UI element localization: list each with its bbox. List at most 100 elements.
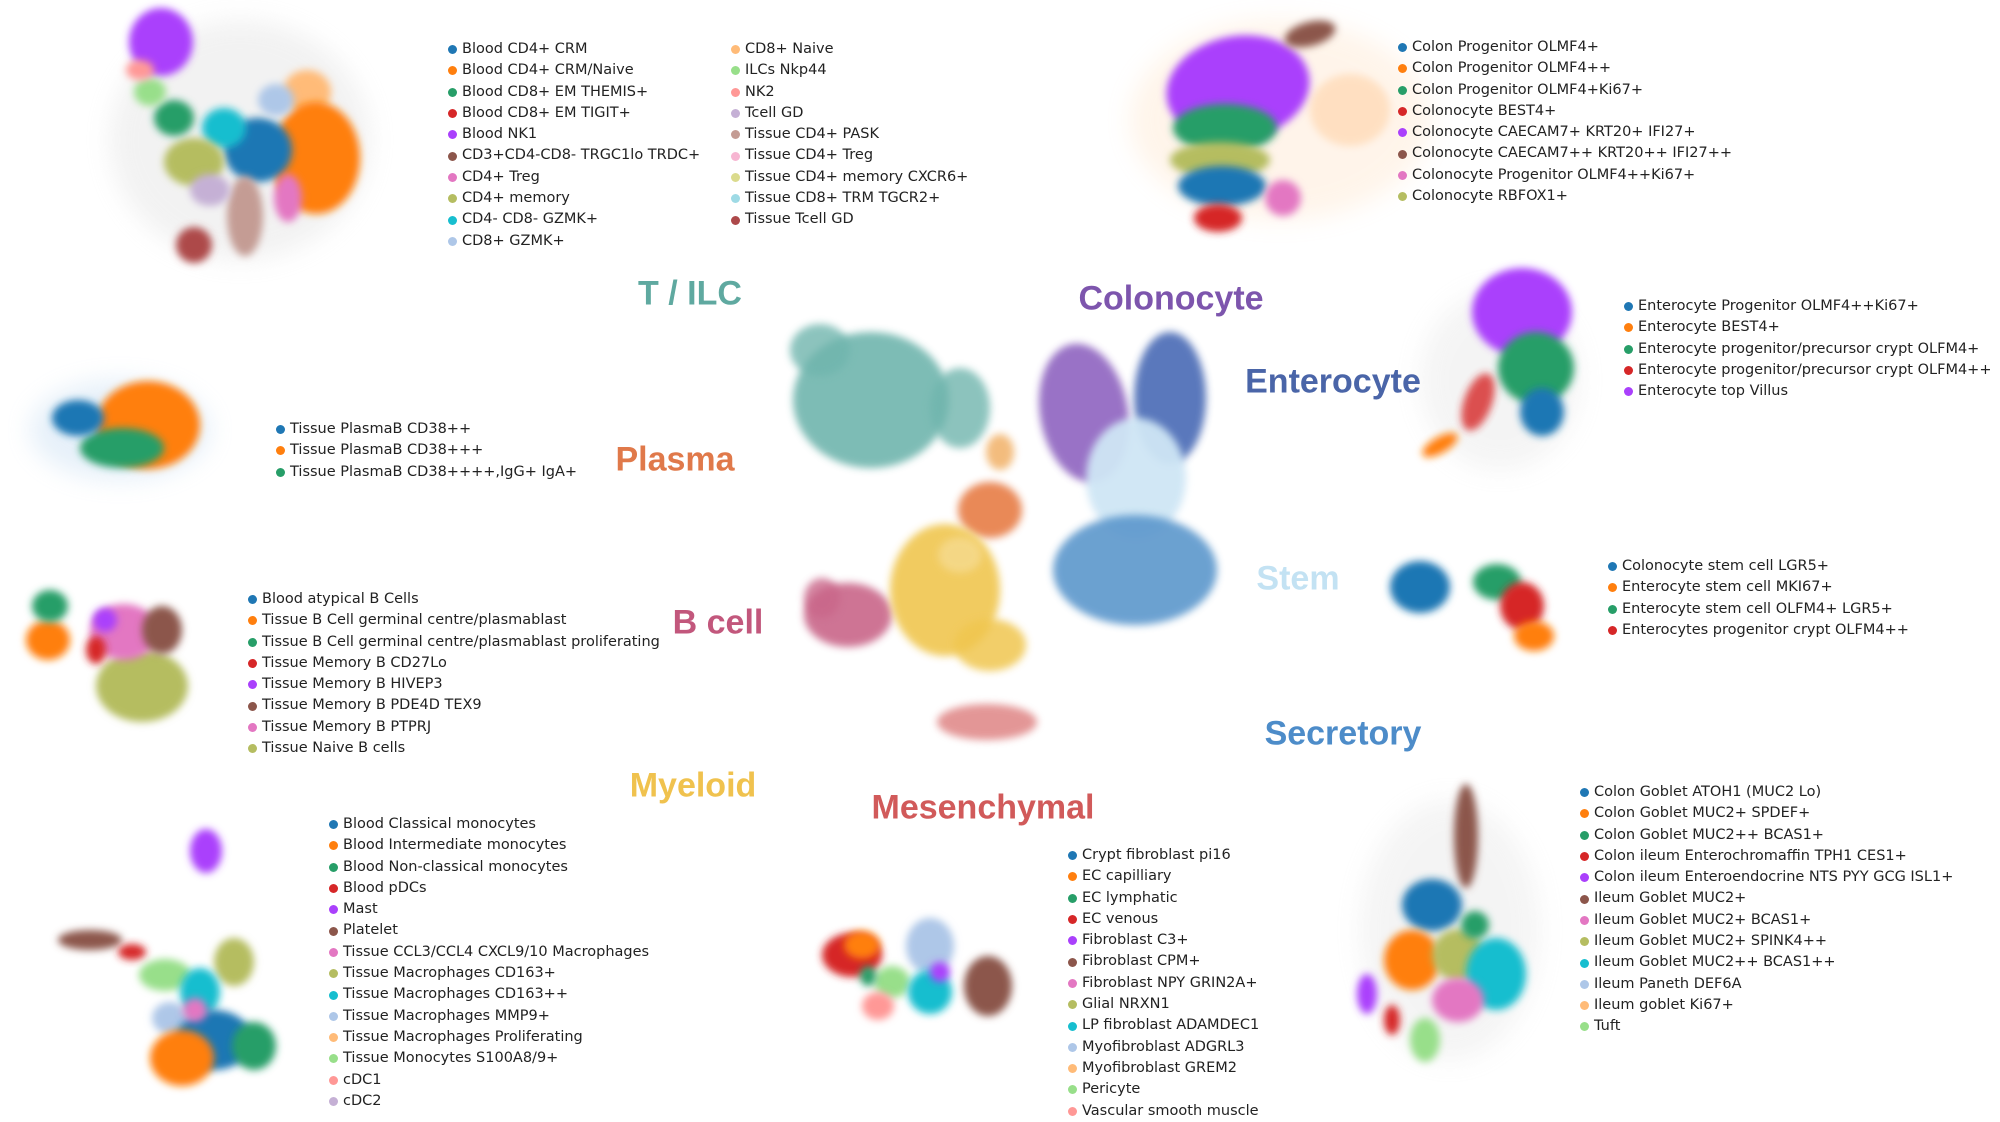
legend-dot-icon (1068, 957, 1077, 967)
legend-label: Colon Goblet MUC2++ BCAS1+ (1594, 826, 1824, 843)
legend-dot-icon (1068, 1085, 1077, 1095)
heading-stem: Stem (1256, 559, 1340, 598)
legend-label: Tissue B Cell germinal centre/plasmablas… (262, 633, 660, 650)
legend-label: Tissue Naive B cells (262, 740, 406, 757)
legend-item: Tissue Naive B cells (248, 738, 660, 759)
legend-item: Ileum Goblet MUC2+ SPINK4++ (1580, 931, 1953, 952)
cluster-plasma-cd38-2 (52, 400, 104, 436)
legend-label: Ileum Goblet MUC2+ SPINK4++ (1594, 933, 1828, 950)
legend-label: Colonocyte RBFOX1+ (1412, 188, 1568, 205)
legend-dot-icon (731, 172, 740, 182)
legend-item: Colonocyte CAECAM7++ KRT20++ IFI27++ (1398, 143, 1732, 164)
legend-label: Tissue CCL3/CCL4 CXCL9/10 Macrophages (343, 943, 650, 960)
legend-item: Blood Non-classical monocytes (329, 857, 649, 878)
legend-dot-icon (1580, 809, 1589, 819)
legend-label: NK2 (745, 83, 775, 100)
legend-item: Tissue CD8+ TRM TGCR2+ (731, 188, 968, 209)
heading-mesenchymal: Mesenchymal (871, 788, 1095, 827)
legend-item: Blood CD8+ EM TIGIT+ (448, 103, 700, 124)
legend-item: CD4+ Treg (448, 167, 700, 188)
cluster-cd4-memory (164, 138, 224, 186)
legend-dot-icon (1068, 1064, 1077, 1074)
legend-dot-icon (1068, 872, 1077, 882)
legend-label: Colonocyte stem cell LGR5+ (1622, 558, 1829, 574)
legend-label: Enterocyte BEST4+ (1638, 319, 1780, 336)
legend-dot-icon (276, 446, 285, 456)
heading-plasma: Plasma (615, 440, 735, 479)
cluster-center-t-ilc-3 (930, 368, 990, 448)
cluster-gc-plasmablast (26, 620, 70, 660)
legend-item: CD4+ memory (448, 188, 700, 209)
cluster-pdcs (118, 944, 146, 960)
legend-item: Myofibroblast GREM2 (1068, 1058, 1259, 1079)
legend-item: Colonocyte RBFOX1+ (1398, 186, 1732, 207)
legend-dot-icon (329, 990, 338, 1000)
legend-label: Colon Progenitor OLMF4+ (1412, 39, 1599, 55)
legend-item: Enterocyte progenitor/precursor crypt OL… (1624, 339, 1991, 360)
cluster-center-plasma (958, 482, 1022, 538)
legend-dot-icon (448, 194, 457, 204)
legend-item: Colonocyte CAECAM7+ KRT20+ IFI27+ (1398, 122, 1732, 143)
cluster-intermediate-monocytes (150, 1030, 214, 1086)
legend-item: Ileum Goblet MUC2+ BCAS1+ (1580, 910, 1953, 931)
legend-dot-icon (1580, 1001, 1589, 1011)
cluster-macrophages-cd163 (214, 938, 254, 986)
legend-label: Tissue B Cell germinal centre/plasmablas… (262, 612, 567, 629)
legend-label: Tuft (1594, 1018, 1621, 1035)
heading-myeloid: Myeloid (629, 766, 757, 805)
legend-dot-icon (248, 744, 257, 754)
legend-label: Blood CD4+ CRM (462, 41, 588, 57)
legend-item: Blood NK1 (448, 124, 700, 145)
legend-dot-icon (329, 884, 338, 894)
legend-label: EC venous (1082, 910, 1159, 927)
legend-label: Ileum Goblet MUC2+ (1594, 890, 1747, 907)
legend-item: Colonocyte stem cell LGR5+ (1608, 556, 1909, 577)
legend-label: CD4+ Treg (462, 168, 540, 185)
legend-item: Platelet (329, 920, 649, 941)
legend-dot-icon (1608, 604, 1617, 614)
legend-dot-icon (1068, 893, 1077, 903)
legend-dot-icon (1398, 149, 1407, 159)
legend-item: Ileum Paneth DEF6A (1580, 974, 1953, 995)
legend-item: Enterocyte stem cell OLFM4+ LGR5+ (1608, 599, 1909, 620)
legend-dot-icon (248, 595, 257, 605)
legend-item: Colon Progenitor OLMF4++ (1398, 58, 1732, 79)
legend-dot-icon (448, 130, 457, 140)
legend-dot-icon (1624, 344, 1633, 354)
legend-dot-icon (329, 926, 338, 936)
cluster-memory-cd27lo (86, 636, 106, 664)
legend-label: Blood atypical B Cells (262, 591, 419, 607)
heading-enterocyte: Enterocyte (1245, 362, 1421, 401)
legend-dot-icon (276, 467, 285, 477)
legend-label: Tissue CD8+ TRM TGCR2+ (745, 190, 941, 207)
legend-label: CD8+ GZMK+ (462, 232, 565, 249)
legend-item: Ileum Goblet MUC2+ (1580, 888, 1953, 909)
legend-dot-icon (248, 616, 257, 626)
heading-t-ilc: T / ILC (638, 274, 742, 313)
legend-item: cDC1 (329, 1070, 649, 1091)
cluster-memory-hivep3 (93, 608, 117, 632)
legend-dot-icon (329, 1097, 338, 1106)
legend-item: Ileum goblet Ki67+ (1580, 995, 1953, 1016)
legend-item: Blood pDCs (329, 878, 649, 899)
legend-item: Tissue Memory B PTPRJ (248, 717, 660, 738)
legend-label: Colonocyte Progenitor OLMF4++Ki67+ (1412, 166, 1696, 183)
cluster-center-b-cell-2 (804, 578, 840, 618)
legend-dot-icon (329, 1011, 338, 1021)
legend-label: Myofibroblast ADGRL3 (1082, 1038, 1245, 1055)
cluster-blood-cd8-em (154, 100, 194, 136)
cluster-vascular-smooth-muscle (862, 992, 894, 1020)
legend-dot-icon (1398, 64, 1407, 74)
cluster-macrophages-mmp9 (152, 1002, 188, 1034)
legend-dot-icon (329, 820, 338, 830)
cluster-enterocyte-stem-mki67 (1514, 621, 1554, 651)
legend-dot-icon (1068, 851, 1077, 861)
legend-label: Pericyte (1082, 1081, 1141, 1098)
legend-label: ILCs Nkp44 (745, 62, 827, 79)
cluster-enterocyte-best4 (1422, 432, 1458, 458)
legend-colonocyte: Colon Progenitor OLMF4+ Colon Progenitor … (1398, 37, 1732, 207)
cluster-ccl3-macrophages (183, 998, 207, 1022)
legend-plasma: Tissue PlasmaB CD38++Tissue PlasmaB CD38… (276, 419, 577, 483)
